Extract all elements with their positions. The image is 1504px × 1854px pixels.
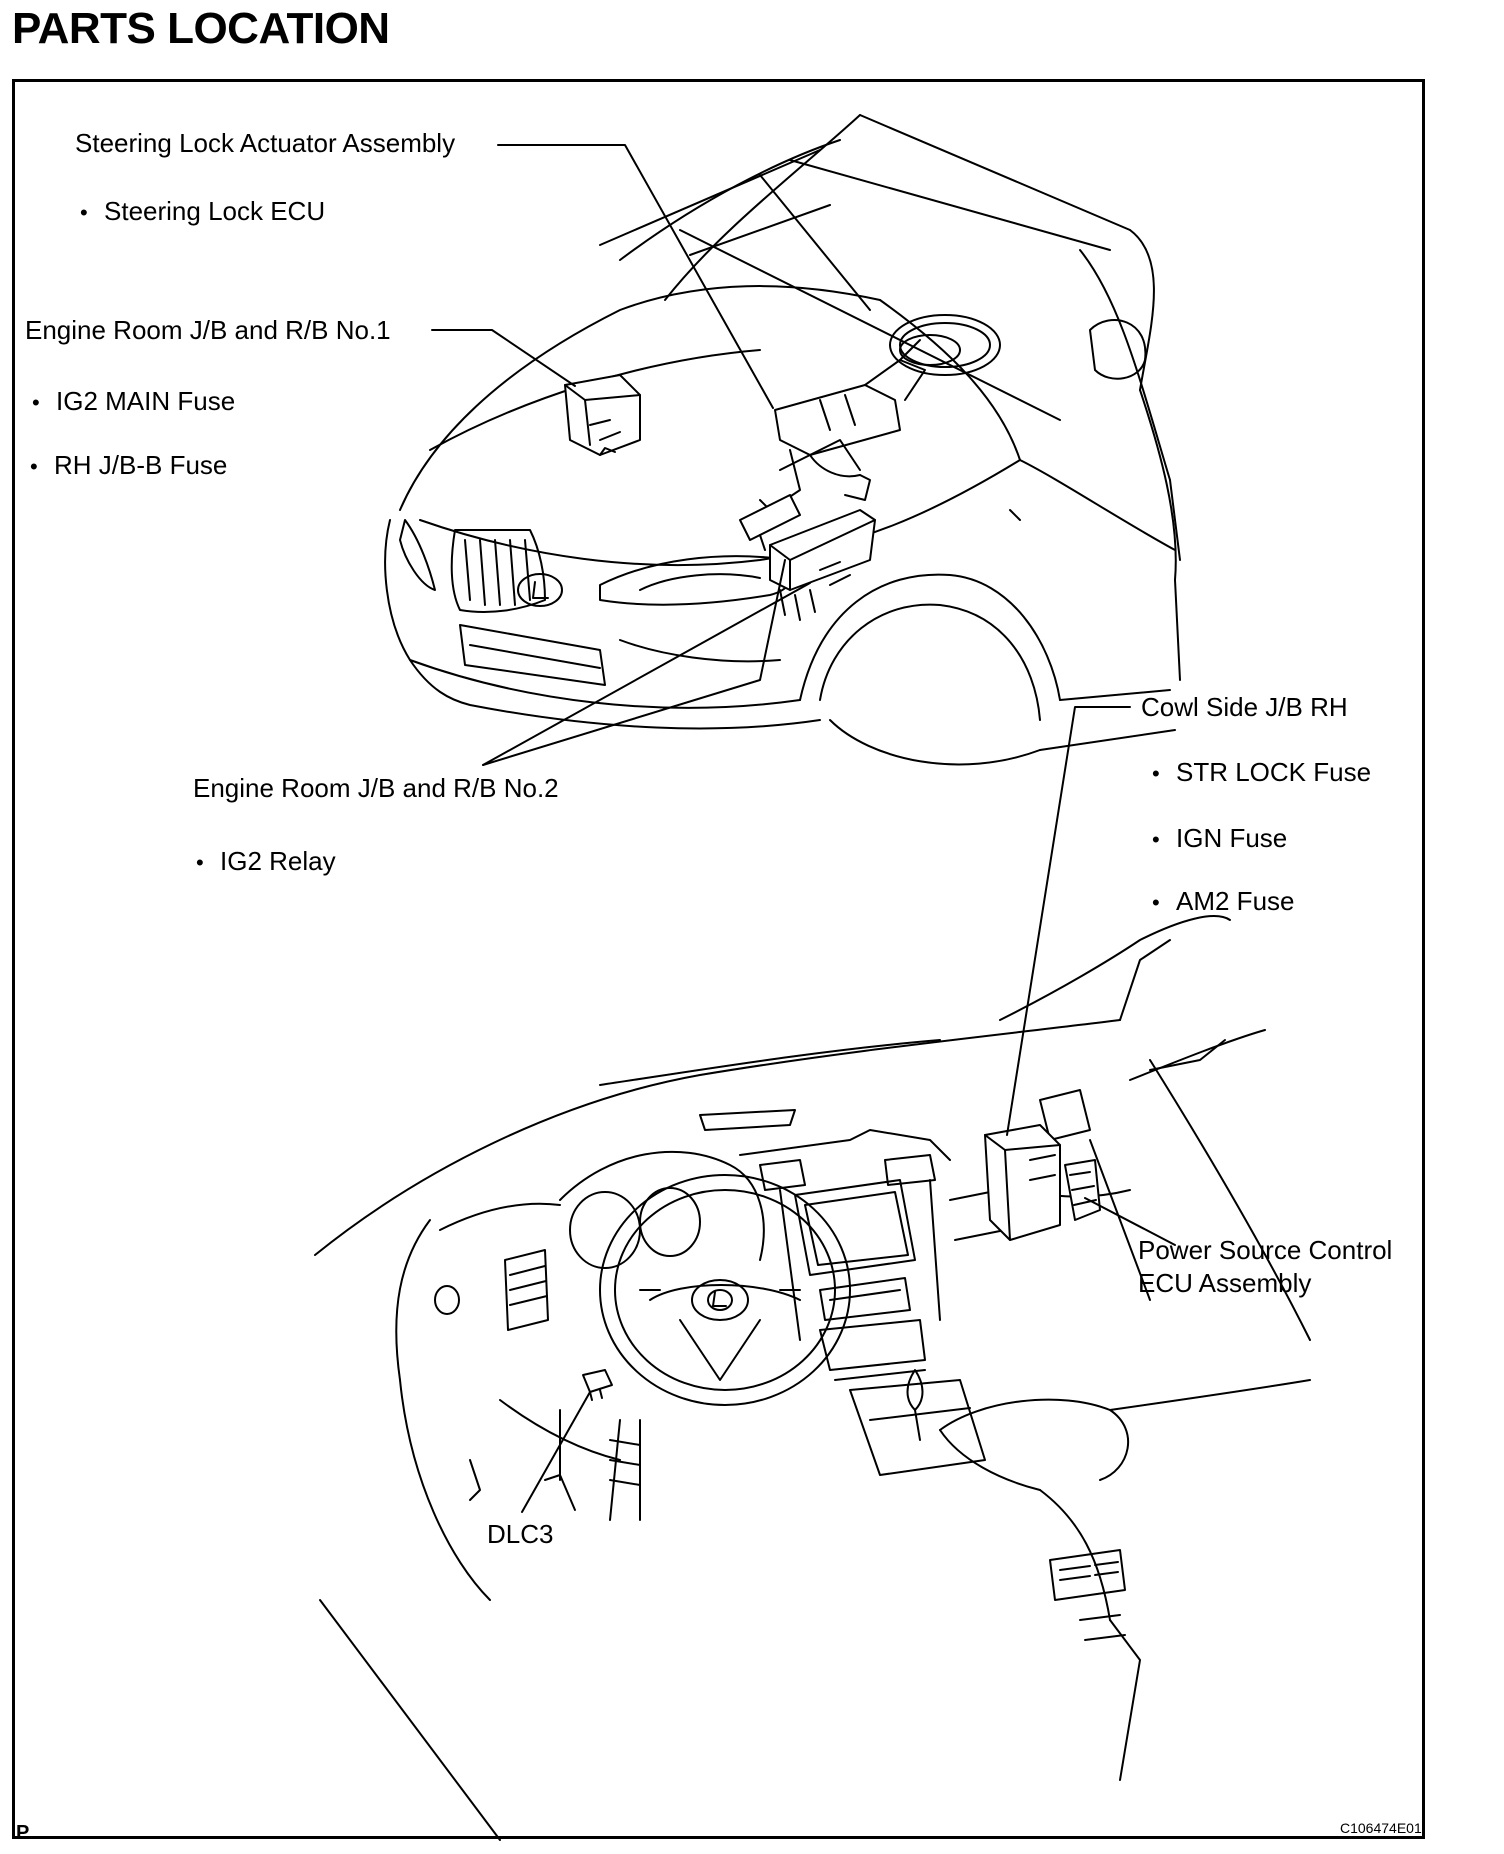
label-dlc3: DLC3 xyxy=(487,1519,554,1549)
power-source-ecu-component xyxy=(1064,1159,1101,1221)
leader-engine-room-jb-2-b xyxy=(482,559,786,766)
label-str-lock-fuse: STR LOCK Fuse xyxy=(1152,757,1371,789)
diagram-frame xyxy=(12,79,1425,1839)
label-power-source-ecu-line2: ECU Assembly xyxy=(1138,1268,1312,1298)
leader-dlc3 xyxy=(521,1391,591,1513)
interior-dashboard-drawing xyxy=(314,915,1311,1841)
dlc3-component xyxy=(582,1369,613,1401)
label-cowl-side-jb-rh: Cowl Side J/B RH xyxy=(1141,692,1348,722)
label-ig2-main-fuse: IG2 MAIN Fuse xyxy=(32,386,235,418)
steering-column-component xyxy=(739,339,926,551)
label-ign-fuse: IGN Fuse xyxy=(1152,823,1287,855)
leader-lines xyxy=(431,144,1176,1513)
label-rh-jb-b-fuse: RH J/B-B Fuse xyxy=(30,450,227,482)
cowl-side-jb-component xyxy=(984,1124,1061,1241)
corner-mark: P xyxy=(16,1822,30,1844)
page-title: PARTS LOCATION xyxy=(12,4,390,53)
figure-code: C106474E01 xyxy=(1340,1820,1422,1836)
leader-power-source-ecu xyxy=(1084,1197,1176,1246)
label-steering-lock-actuator: Steering Lock Actuator Assembly xyxy=(75,128,456,158)
leader-steering-lock-actuator xyxy=(497,144,774,409)
label-engine-room-jb-1: Engine Room J/B and R/B No.1 xyxy=(25,315,391,345)
leader-cowl-side-jb xyxy=(1006,706,1131,1136)
leader-engine-room-jb-1 xyxy=(431,329,576,387)
label-am2-fuse: AM2 Fuse xyxy=(1152,886,1295,918)
label-steering-lock-ecu: Steering Lock ECU xyxy=(80,196,325,228)
label-power-source-ecu-line1: Power Source Control xyxy=(1138,1235,1393,1265)
leader-engine-room-jb-2 xyxy=(482,582,811,766)
label-ig2-relay: IG2 Relay xyxy=(196,846,336,878)
engine-room-jb-2-component xyxy=(769,509,876,621)
engine-room-jb-1-component xyxy=(564,374,641,456)
label-engine-room-jb-2: Engine Room J/B and R/B No.2 xyxy=(193,773,559,803)
